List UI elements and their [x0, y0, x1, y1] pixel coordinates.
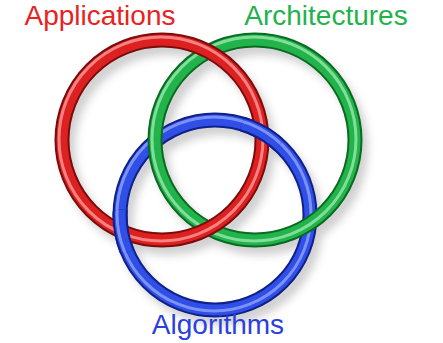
red-ring — [59, 37, 263, 241]
green-ring — [152, 37, 356, 241]
ring-label: Algorithms — [152, 309, 284, 341]
ring-label: Applications — [25, 0, 176, 32]
ring-label: Architectures — [244, 0, 407, 32]
ring-shadow — [68, 48, 361, 318]
blue-ring — [117, 117, 311, 311]
blue-ring-over — [117, 117, 311, 311]
